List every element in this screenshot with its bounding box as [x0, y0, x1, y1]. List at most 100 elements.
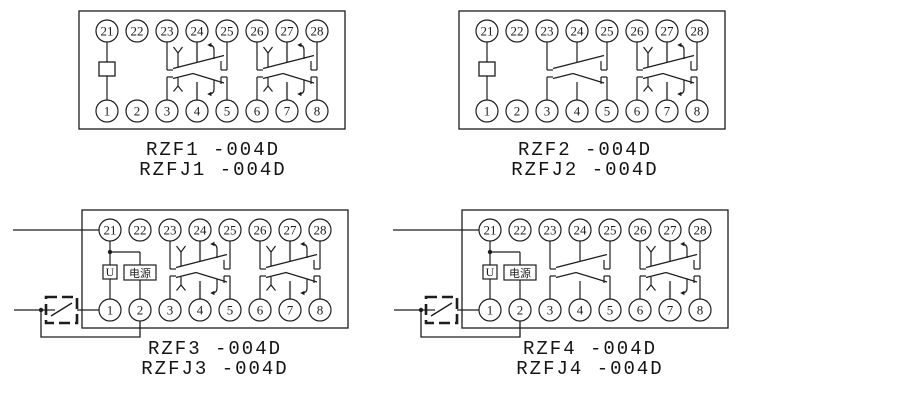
- contact-arrow-icon: [297, 42, 302, 48]
- terminal-26: 26: [245, 19, 269, 43]
- terminal-circle: [185, 99, 209, 123]
- contact-blade: [555, 253, 608, 269]
- terminal-circle: [188, 298, 212, 322]
- terminal-6: 6: [245, 99, 269, 123]
- terminal-circle: [625, 99, 649, 123]
- terminal-circle: [248, 298, 272, 322]
- terminal-circle: [155, 19, 179, 43]
- terminal-4: 4: [188, 298, 212, 322]
- contact-arrow-icon: [210, 290, 215, 296]
- terminal-circle: [565, 19, 589, 43]
- terminal-circle: [685, 19, 709, 43]
- terminal-number: 23: [164, 222, 177, 237]
- terminal-1: 1: [98, 298, 122, 322]
- contact-blade: [175, 271, 228, 283]
- contact-arrow-icon: [300, 241, 305, 247]
- diagram-caption-rzf1: RZF1 -004D RZFJ1 -004D: [93, 140, 333, 180]
- terminal-number: 5: [604, 103, 611, 118]
- terminal-26: 26: [628, 218, 652, 242]
- terminal-circle: [565, 99, 589, 123]
- terminal-8: 8: [688, 298, 712, 322]
- terminal-1: 1: [95, 99, 119, 123]
- terminal-26: 26: [248, 218, 272, 242]
- terminal-3: 3: [158, 298, 182, 322]
- terminal-4: 4: [568, 298, 592, 322]
- contact-arrow-icon: [680, 241, 685, 247]
- terminal-number: 22: [511, 23, 524, 38]
- terminal-circle: [478, 298, 502, 322]
- terminal-circle: [98, 298, 122, 322]
- contact-blade: [645, 253, 698, 269]
- terminal-number: 8: [314, 103, 321, 118]
- terminal-number: 8: [694, 103, 701, 118]
- contact-blade: [552, 72, 605, 84]
- terminal-number: 7: [284, 103, 291, 118]
- terminal-6: 6: [628, 298, 652, 322]
- relay-outline: [458, 10, 726, 130]
- contact-blade: [552, 54, 605, 70]
- contact-blade: [172, 72, 225, 84]
- terminal-22: 22: [128, 218, 152, 242]
- terminal-number: 26: [251, 23, 265, 38]
- terminal-number: 4: [197, 302, 204, 317]
- return-wire: [420, 310, 521, 338]
- contact-blade: [642, 54, 695, 70]
- terminal-circle: [215, 19, 239, 43]
- terminal-number: 27: [661, 23, 675, 38]
- relay-outline: [81, 209, 349, 329]
- terminal-6: 6: [248, 298, 272, 322]
- model-label: RZF1 -004D: [145, 139, 281, 161]
- terminal-5: 5: [218, 298, 242, 322]
- contact-blade: [262, 72, 315, 84]
- terminal-number: 6: [257, 302, 264, 317]
- terminal-number: 28: [691, 23, 704, 38]
- terminal-circle: [478, 218, 502, 242]
- terminal-6: 6: [625, 99, 649, 123]
- terminal-number: 24: [191, 23, 205, 38]
- terminal-number: 21: [101, 23, 114, 38]
- contact-fork-icon: [180, 284, 186, 291]
- terminal-24: 24: [185, 19, 209, 43]
- terminal-circle: [185, 19, 209, 43]
- terminal-circle: [625, 19, 649, 43]
- terminal-number: 7: [667, 302, 674, 317]
- terminal-circle: [125, 19, 149, 43]
- contact-blade: [642, 72, 695, 84]
- contact-arrow-icon: [207, 91, 212, 97]
- contact-arrow-icon: [677, 42, 682, 48]
- terminal-circle: [508, 298, 532, 322]
- switch-blade-icon: [50, 302, 73, 317]
- terminal-8: 8: [305, 99, 329, 123]
- terminal-24: 24: [568, 218, 592, 242]
- terminal-circle: [628, 298, 652, 322]
- terminal-28: 28: [685, 19, 709, 43]
- contact-arrow-icon: [207, 42, 212, 48]
- terminal-number: 8: [317, 302, 324, 317]
- terminal-number: 3: [544, 103, 551, 118]
- diagram-caption-rzf3: RZF3 -004D RZFJ3 -004D: [95, 339, 335, 379]
- terminal-number: 1: [107, 302, 114, 317]
- contact-arrow-icon: [300, 290, 305, 296]
- terminal-number: 25: [221, 23, 234, 38]
- terminal-24: 24: [565, 19, 589, 43]
- coil-box: [478, 61, 496, 77]
- terminal-number: 23: [544, 222, 557, 237]
- contact-fork-icon: [263, 46, 269, 54]
- terminal-number: 5: [607, 302, 614, 317]
- terminal-25: 25: [598, 218, 622, 242]
- terminal-number: 25: [601, 23, 614, 38]
- terminal-number: 25: [224, 222, 237, 237]
- terminal-7: 7: [275, 99, 299, 123]
- contact-fork-icon: [270, 284, 276, 291]
- terminal-27: 27: [278, 218, 302, 242]
- terminal-circle: [595, 99, 619, 123]
- terminal-circle: [475, 99, 499, 123]
- terminal-number: 4: [577, 302, 584, 317]
- terminal-circle: [245, 99, 269, 123]
- terminal-circle: [568, 218, 592, 242]
- terminal-23: 23: [538, 218, 562, 242]
- terminal-number: 5: [227, 302, 234, 317]
- terminal-4: 4: [185, 99, 209, 123]
- model-label: RZF3 -004D: [147, 338, 283, 360]
